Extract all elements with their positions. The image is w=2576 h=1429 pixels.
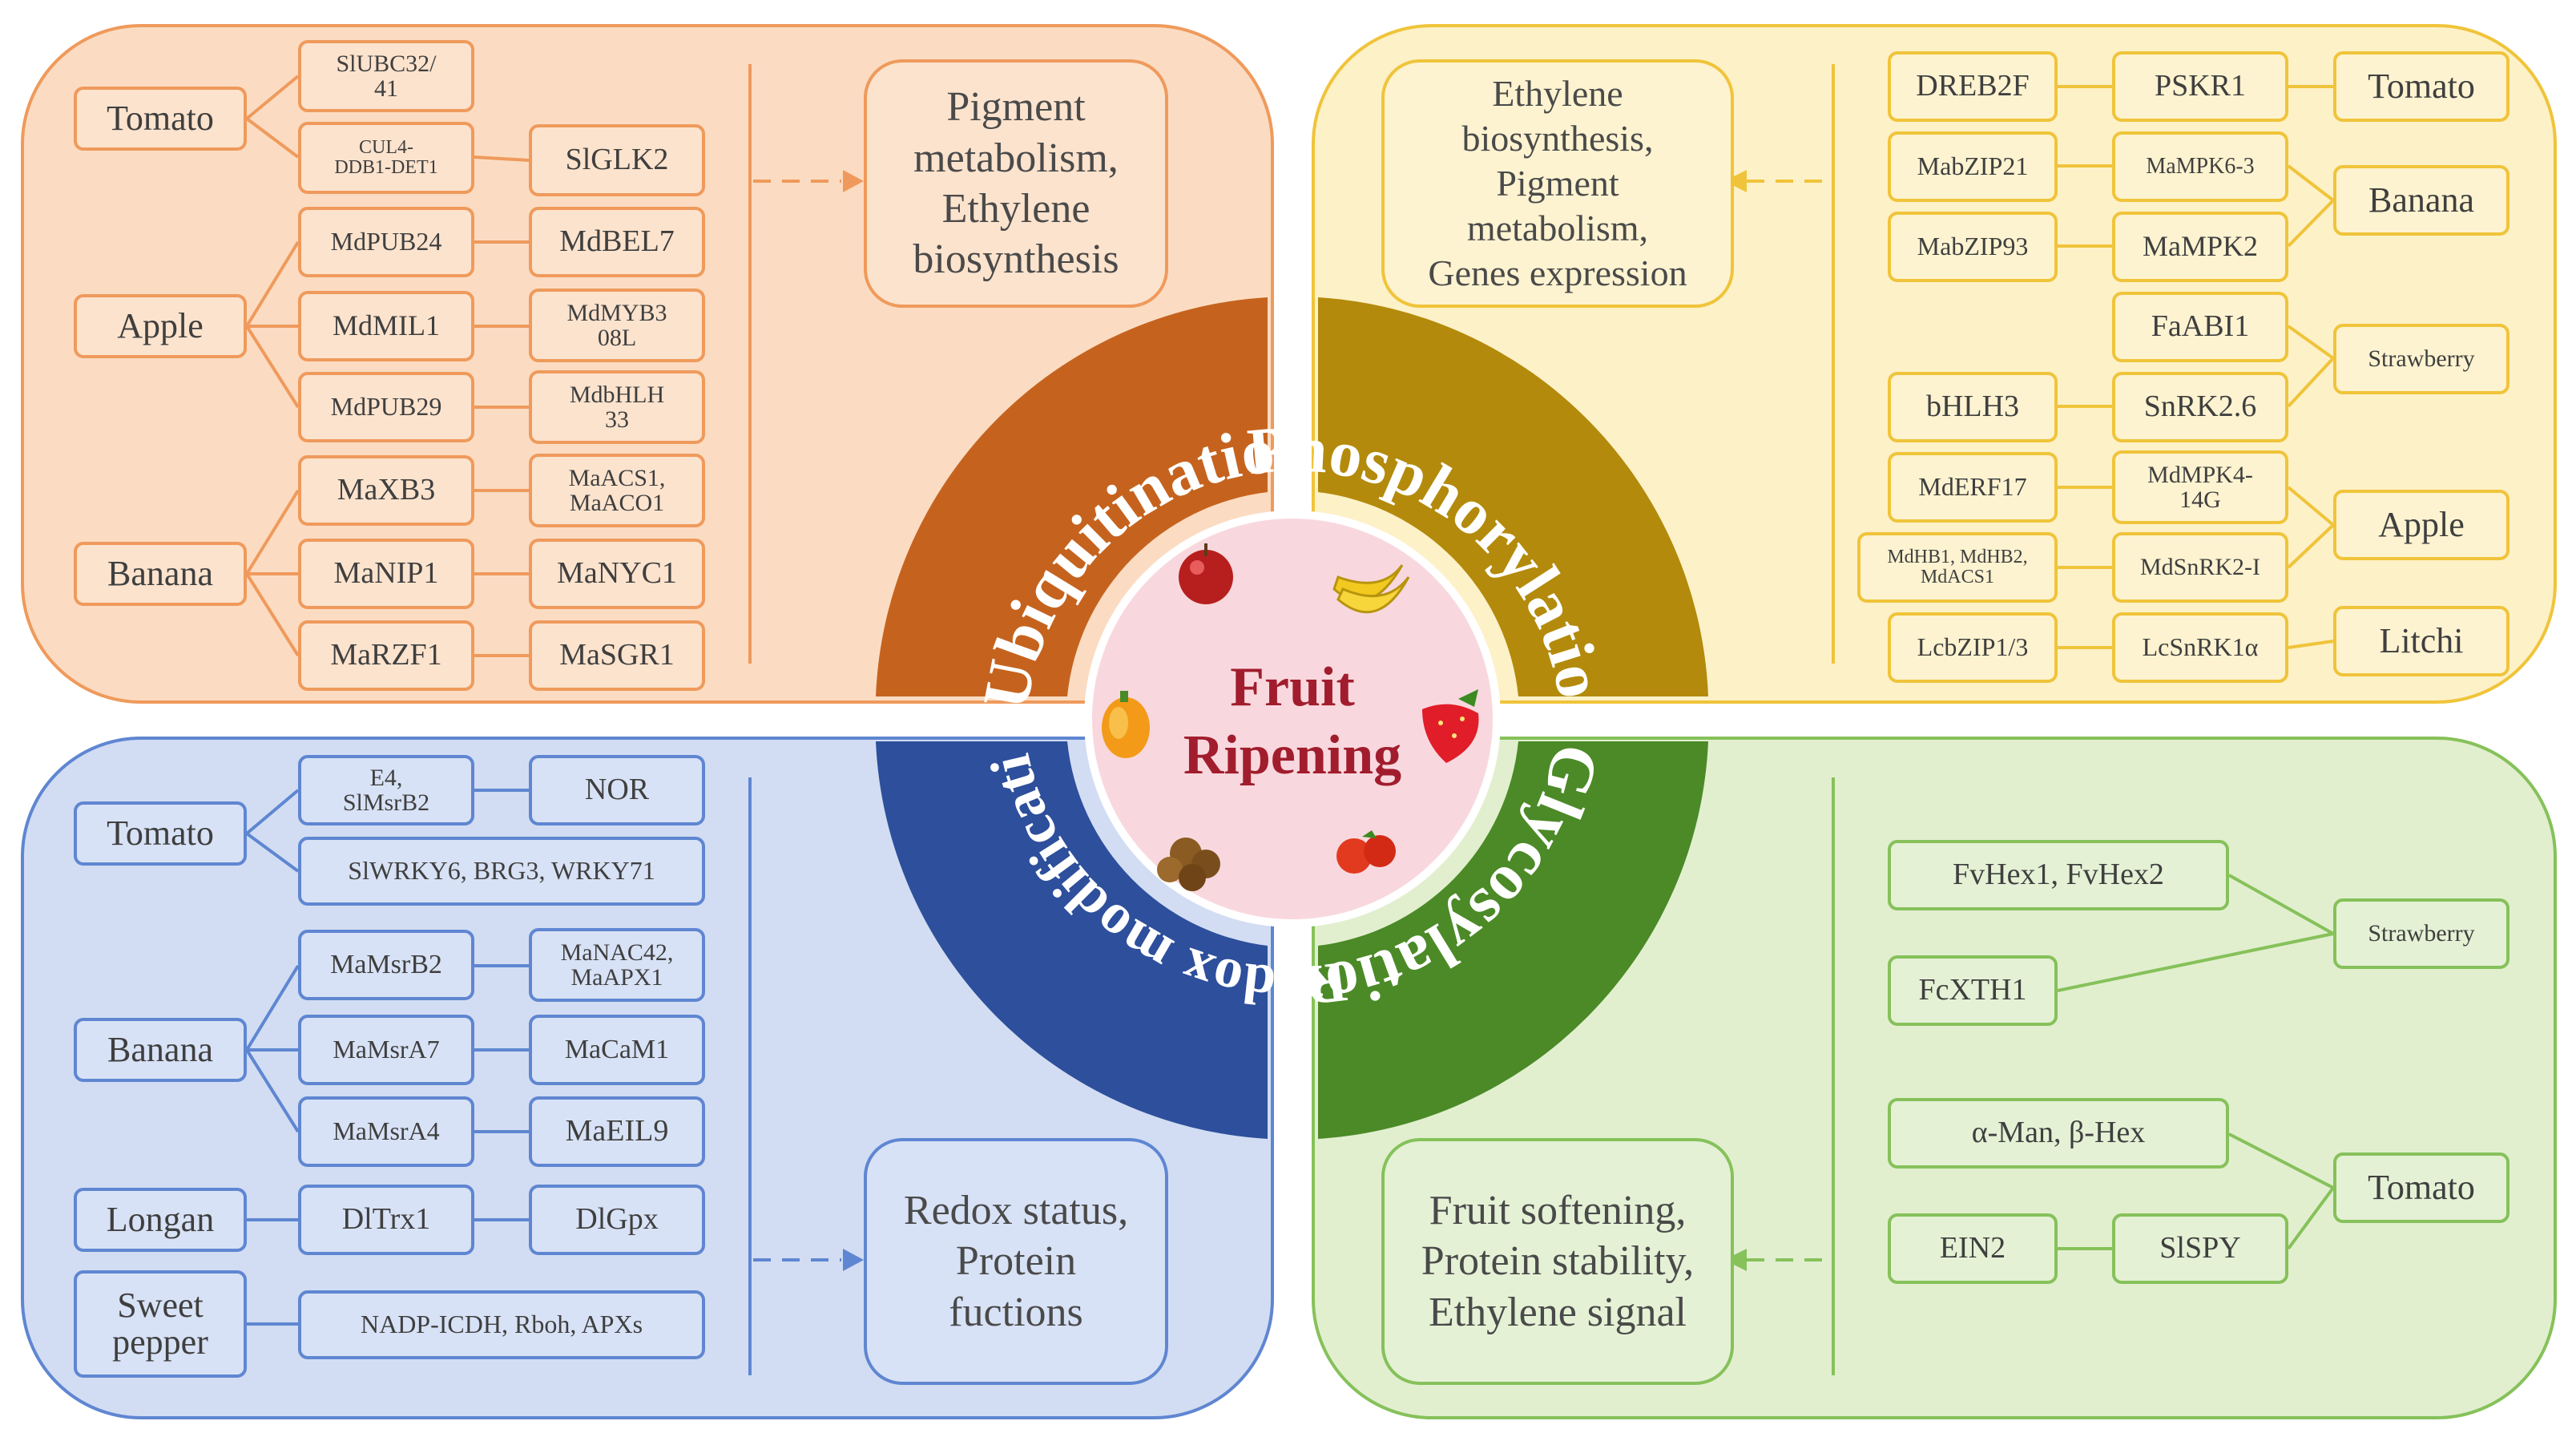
gene-box: α-Man, β-Hex	[1888, 1098, 2229, 1169]
ubiquitination-outcome: Pigment metabolism, Ethylene biosynthesi…	[864, 59, 1168, 308]
gene-box: MabZIP93	[1888, 212, 2058, 282]
gene-box: DlTrx1	[298, 1185, 474, 1255]
gene-box: LcbZIP1/3	[1888, 612, 2058, 683]
strawberry-icon	[1422, 689, 1479, 763]
gene-box: SlUBC32/ 41	[298, 40, 474, 112]
gene-box: MdMPK4- 14G	[2112, 450, 2288, 524]
species-strawberry: Strawberry	[2333, 324, 2509, 394]
species-banana: Banana	[2333, 165, 2509, 236]
gene-box: MdHB1, MdHB2, MdACS1	[1857, 532, 2058, 603]
species-litchi: Litchi	[2333, 606, 2509, 676]
gene-box: NADP-ICDH, Rboh, APXs	[298, 1290, 705, 1359]
gene-box: MaMsrA4	[298, 1096, 474, 1167]
gene-box: SlGLK2	[529, 124, 705, 196]
gene-box: MaCaM1	[529, 1015, 705, 1085]
species-banana: Banana	[74, 1018, 247, 1082]
gene-box: SlWRKY6, BRG3, WRKY71	[298, 837, 705, 906]
gene-box: MaMPK6-3	[2112, 131, 2288, 202]
gene-box: MdBEL7	[529, 207, 705, 277]
gene-box: MaMsrA7	[298, 1015, 474, 1085]
phosphorylation-outcome: Ethylene biosynthesis, Pigment metabolis…	[1381, 59, 1734, 308]
species-tomato: Tomato	[74, 87, 247, 151]
glycosylation-outcome: Fruit softening, Protein stability, Ethy…	[1381, 1138, 1734, 1385]
banana-icon	[1332, 564, 1410, 614]
gene-box: LcSnRK1α	[2112, 612, 2288, 683]
species-apple: Apple	[74, 294, 247, 358]
gene-box: MaNYC1	[529, 539, 705, 609]
gene-box: SnRK2.6	[2112, 372, 2288, 442]
center-title-line1: Fruit	[1230, 656, 1355, 718]
species-tomato: Tomato	[2333, 51, 2509, 122]
gene-box: FaABI1	[2112, 292, 2288, 362]
species-strawberry: Strawberry	[2333, 898, 2509, 969]
gene-box: MaACS1, MaACO1	[529, 454, 705, 527]
gene-box: MdPUB24	[298, 207, 474, 277]
center-disc	[1084, 511, 1501, 927]
gene-box: FcXTH1	[1888, 955, 2058, 1026]
redox-wedge	[876, 741, 1268, 1139]
gene-box: PSKR1	[2112, 51, 2288, 122]
species-tomato: Tomato	[2333, 1152, 2509, 1223]
longan-icon	[1157, 838, 1220, 891]
gene-box: MdMIL1	[298, 291, 474, 361]
species-sweet-pepper: Sweet pepper	[74, 1270, 247, 1378]
gene-box: MaEIL9	[529, 1096, 705, 1167]
gene-box: bHLH3	[1888, 372, 2058, 442]
gene-box: MdMYB3 08L	[529, 289, 705, 362]
tomato-icon	[1336, 830, 1396, 874]
gene-box: MdPUB29	[298, 372, 474, 442]
center-title-line2: Ripening	[1183, 725, 1401, 786]
gene-box: MdSnRK2-I	[2112, 532, 2288, 603]
gene-box: MaNAC42, MaAPX1	[529, 928, 705, 1002]
gene-box: E4, SlMsrB2	[298, 755, 474, 826]
gene-box: MaSGR1	[529, 620, 705, 691]
gene-box: SlSPY	[2112, 1213, 2288, 1284]
gene-box: MaXB3	[298, 455, 474, 526]
gene-box: FvHex1, FvHex2	[1888, 840, 2229, 910]
gene-box: CUL4- DDB1-DET1	[298, 122, 474, 194]
gene-box: MaMsrB2	[298, 930, 474, 1000]
species-apple: Apple	[2333, 490, 2509, 560]
gene-box: MaRZF1	[298, 620, 474, 691]
gene-box: EIN2	[1888, 1213, 2058, 1284]
gene-box: MdbHLH 33	[529, 370, 705, 444]
apple-icon	[1179, 543, 1233, 604]
glycosylation-wedge	[1318, 741, 1708, 1139]
gene-box: DlGpx	[529, 1185, 705, 1255]
pepper-icon	[1102, 691, 1150, 758]
gene-box: MdERF17	[1888, 452, 2058, 523]
species-longan: Longan	[74, 1188, 247, 1252]
redox-outcome: Redox status, Protein fuctions	[864, 1138, 1168, 1385]
gene-box: MaNIP1	[298, 539, 474, 609]
gene-box: MaMPK2	[2112, 212, 2288, 282]
ubiquitination-wedge	[876, 297, 1268, 696]
species-tomato: Tomato	[74, 801, 247, 866]
phosphorylation-wedge	[1318, 297, 1708, 696]
gene-box: MabZIP21	[1888, 131, 2058, 202]
gene-box: NOR	[529, 755, 705, 826]
species-banana: Banana	[74, 542, 247, 606]
gene-box: DREB2F	[1888, 51, 2058, 122]
